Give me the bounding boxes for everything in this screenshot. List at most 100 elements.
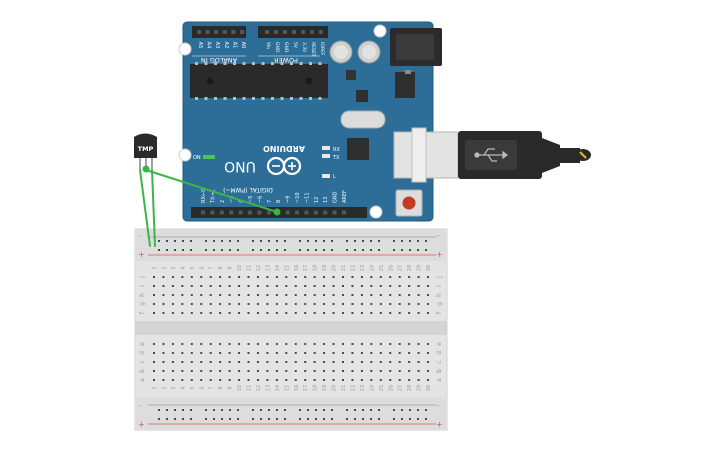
terminal-hole[interactable]	[427, 343, 430, 345]
terminal-hole[interactable]	[181, 352, 184, 354]
wire-junction[interactable]	[142, 165, 150, 173]
terminal-hole[interactable]	[266, 370, 269, 372]
rail-hole[interactable]	[174, 240, 176, 242]
terminal-hole[interactable]	[313, 370, 316, 372]
terminal-hole[interactable]	[398, 361, 401, 363]
terminal-hole[interactable]	[219, 294, 222, 296]
digital-pin[interactable]	[323, 210, 328, 215]
rail-hole[interactable]	[221, 240, 223, 242]
terminal-hole[interactable]	[360, 276, 363, 278]
rail-hole[interactable]	[331, 409, 333, 411]
terminal-hole[interactable]	[398, 276, 401, 278]
terminal-hole[interactable]	[219, 379, 222, 381]
terminal-hole[interactable]	[332, 361, 335, 363]
terminal-hole[interactable]	[228, 294, 231, 296]
rail-hole[interactable]	[362, 418, 364, 420]
terminal-hole[interactable]	[162, 352, 165, 354]
terminal-hole[interactable]	[247, 370, 250, 372]
rail-hole[interactable]	[362, 249, 364, 251]
terminal-hole[interactable]	[408, 379, 411, 381]
terminal-hole[interactable]	[313, 285, 316, 287]
wire-endpoint-pin[interactable]	[273, 208, 281, 216]
terminal-hole[interactable]	[332, 343, 335, 345]
terminal-hole[interactable]	[370, 303, 373, 305]
terminal-hole[interactable]	[219, 285, 222, 287]
terminal-hole[interactable]	[313, 303, 316, 305]
terminal-hole[interactable]	[417, 303, 420, 305]
rail-hole[interactable]	[182, 409, 184, 411]
terminal-hole[interactable]	[200, 361, 203, 363]
terminal-hole[interactable]	[389, 294, 392, 296]
terminal-hole[interactable]	[332, 303, 335, 305]
terminal-hole[interactable]	[153, 303, 155, 305]
terminal-hole[interactable]	[427, 370, 430, 372]
terminal-hole[interactable]	[379, 285, 382, 287]
rail-hole[interactable]	[425, 418, 427, 420]
terminal-hole[interactable]	[304, 370, 307, 372]
terminal-hole[interactable]	[153, 285, 155, 287]
rail-hole[interactable]	[268, 409, 270, 411]
terminal-hole[interactable]	[275, 285, 278, 287]
terminal-hole[interactable]	[379, 379, 382, 381]
terminal-hole[interactable]	[228, 370, 231, 372]
terminal-hole[interactable]	[398, 370, 401, 372]
terminal-hole[interactable]	[304, 303, 307, 305]
rail-hole[interactable]	[166, 409, 168, 411]
rail-hole[interactable]	[284, 249, 286, 251]
rail-hole[interactable]	[417, 249, 419, 251]
power-pin[interactable]	[292, 30, 296, 34]
terminal-hole[interactable]	[408, 294, 411, 296]
terminal-hole[interactable]	[417, 370, 420, 372]
terminal-hole[interactable]	[256, 370, 259, 372]
rail-hole[interactable]	[205, 409, 207, 411]
rail-hole[interactable]	[205, 249, 207, 251]
rail-hole[interactable]	[158, 240, 160, 242]
rail-hole[interactable]	[268, 418, 270, 420]
terminal-hole[interactable]	[323, 343, 326, 345]
rail-hole[interactable]	[370, 418, 372, 420]
rail-hole[interactable]	[401, 409, 403, 411]
terminal-hole[interactable]	[200, 343, 203, 345]
terminal-hole[interactable]	[342, 294, 344, 296]
rail-hole[interactable]	[213, 240, 215, 242]
power-pin[interactable]	[283, 30, 287, 34]
analog-pin-A1[interactable]	[231, 30, 236, 34]
rail-hole[interactable]	[362, 409, 364, 411]
rail-hole[interactable]	[331, 418, 333, 420]
terminal-hole[interactable]	[256, 285, 259, 287]
terminal-hole[interactable]	[266, 379, 269, 381]
terminal-hole[interactable]	[427, 361, 430, 363]
rail-hole[interactable]	[370, 240, 372, 242]
terminal-hole[interactable]	[285, 285, 288, 287]
rail-hole[interactable]	[378, 409, 380, 411]
terminal-hole[interactable]	[332, 312, 335, 314]
rail-hole[interactable]	[409, 249, 411, 251]
terminal-hole[interactable]	[304, 361, 307, 363]
analog-pin-A5[interactable]	[197, 30, 201, 34]
terminal-hole[interactable]	[219, 343, 222, 345]
terminal-hole[interactable]	[427, 379, 430, 381]
terminal-hole[interactable]	[162, 276, 165, 278]
terminal-hole[interactable]	[332, 276, 335, 278]
terminal-hole[interactable]	[332, 379, 335, 381]
terminal-hole[interactable]	[294, 312, 297, 314]
terminal-hole[interactable]	[398, 312, 401, 314]
digital-pin[interactable]	[342, 210, 346, 215]
rail-hole[interactable]	[237, 418, 239, 420]
rail-hole[interactable]	[260, 418, 262, 420]
rail-hole[interactable]	[299, 240, 301, 242]
terminal-hole[interactable]	[408, 343, 411, 345]
terminal-hole[interactable]	[256, 343, 259, 345]
terminal-hole[interactable]	[313, 276, 316, 278]
terminal-hole[interactable]	[256, 303, 259, 305]
terminal-hole[interactable]	[256, 352, 259, 354]
terminal-hole[interactable]	[181, 303, 184, 305]
terminal-hole[interactable]	[190, 379, 193, 381]
terminal-hole[interactable]	[266, 343, 269, 345]
terminal-hole[interactable]	[209, 352, 212, 354]
rail-hole[interactable]	[315, 249, 317, 251]
terminal-hole[interactable]	[228, 343, 231, 345]
terminal-hole[interactable]	[171, 285, 174, 287]
terminal-hole[interactable]	[323, 276, 326, 278]
wire-signal[interactable]	[145, 169, 278, 213]
